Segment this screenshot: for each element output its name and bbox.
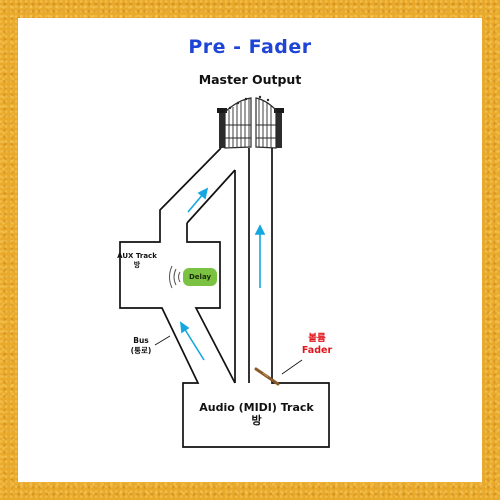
aux-track-label-line2: 방 <box>133 261 141 269</box>
fader-label-line2: Fader <box>301 345 333 356</box>
routing-outline <box>119 147 330 448</box>
arrow-audio-to-master <box>254 224 266 288</box>
signal-arrows <box>180 187 266 361</box>
gate-icon <box>217 95 284 149</box>
fader-slider-icon <box>254 367 280 386</box>
audio-track-label-line2: 방 <box>251 414 262 427</box>
master-output-label: Master Output <box>198 72 302 87</box>
aux-track-label: AUX Track 방 <box>116 252 158 270</box>
arrow-bus-to-aux <box>180 321 205 361</box>
page-title: Pre - Fader <box>188 36 312 58</box>
audio-track-label: Audio (MIDI) Track 방 <box>185 401 328 427</box>
audio-track-label-line1: Audio (MIDI) Track <box>199 401 314 414</box>
delay-button[interactable]: Delay <box>183 268 217 286</box>
aux-track-label-line1: AUX Track <box>117 252 157 260</box>
bus-label-line2: (통로) <box>130 346 152 355</box>
diagram-canvas <box>18 18 482 482</box>
bus-label-line1: Bus <box>133 336 149 345</box>
arrow-to-master-from-aux <box>187 187 209 213</box>
fader-label-line1: 볼륨 <box>308 333 326 344</box>
bus-label: Bus (통로) <box>126 336 156 356</box>
fader-label: 볼륨 Fader <box>292 333 342 357</box>
wifi-signal-icon <box>169 265 181 289</box>
